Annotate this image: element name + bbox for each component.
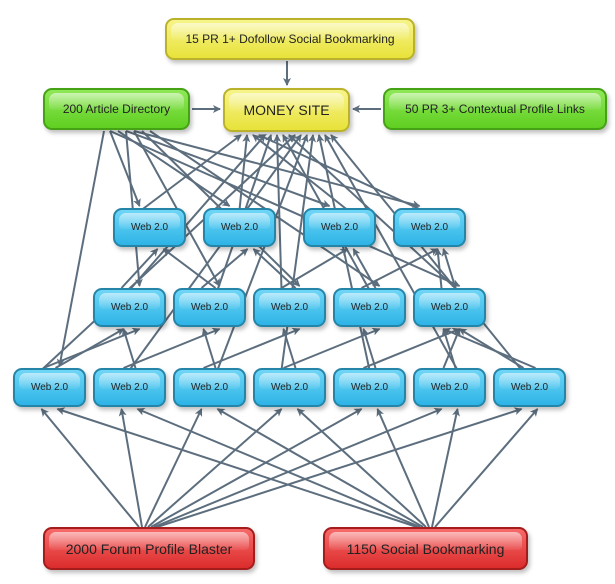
social-bookmarking-bottom-node: 1150 Social Bookmarking [323,527,528,570]
link-arrow [40,408,140,528]
forum-profile-blaster-label: 2000 Forum Profile Blaster [65,540,233,557]
link-arrow [109,130,461,287]
link-arrow [281,328,297,369]
link-arrow [361,328,377,369]
link-arrow [118,408,143,528]
social-bookmarking-top-node: 15 PR 1+ Dofollow Social Bookmarking [165,18,415,60]
link-arrow [150,408,363,528]
link-arrow [121,328,137,369]
link-arrow [140,134,242,211]
web20-node: Web 2.0 [13,368,86,407]
link-arrow [216,408,424,528]
link-arrow [56,130,105,367]
web20-node: Web 2.0 [253,368,326,407]
web20-node: Web 2.0 [113,208,186,247]
link-arrow [330,134,523,371]
web20-label: Web 2.0 [130,222,169,233]
web20-label: Web 2.0 [270,382,309,393]
article-directory-node: 200 Article Directory [43,88,190,130]
social-bookmarking-bottom-label: 1150 Social Bookmarking [346,540,505,557]
web20-node: Web 2.0 [173,288,246,327]
link-arrow [156,407,523,528]
web20-label: Web 2.0 [220,222,259,233]
web20-node: Web 2.0 [93,368,166,407]
link-arrow [125,130,331,208]
web20-node: Web 2.0 [333,368,406,407]
link-arrow [153,407,443,528]
web20-label: Web 2.0 [320,222,359,233]
link-arrow [434,248,443,289]
link-arrow [120,248,159,289]
link-arrow [133,130,421,209]
web20-node: Web 2.0 [253,288,326,327]
web20-node: Web 2.0 [393,208,466,247]
money-site-label: MONEY SITE [243,102,330,118]
web20-node: Web 2.0 [173,368,246,407]
link-arrow [324,134,459,371]
link-arrow [238,134,251,211]
link-arrow [252,248,297,289]
contextual-profile-links-node: 50 PR 3+ Contextual Profile Links [383,88,607,130]
web20-node: Web 2.0 [303,208,376,247]
web20-node: Web 2.0 [413,288,486,327]
link-arrow [441,248,457,289]
link-arrow [201,328,217,369]
web20-label: Web 2.0 [110,302,149,313]
link-arrow [442,328,536,369]
web20-label: Web 2.0 [270,302,309,313]
link-arrow [147,408,283,528]
social-bookmarking-top-label: 15 PR 1+ Dofollow Social Bookmarking [185,32,395,46]
link-arrow [258,134,422,211]
link-arrow [128,134,302,371]
forum-profile-blaster-node: 2000 Forum Profile Blaster [43,527,255,570]
contextual-profile-links-label: 50 PR 3+ Contextual Profile Links [405,102,585,116]
link-arrow [56,407,418,528]
link-arrow [376,408,430,528]
web20-label: Web 2.0 [30,382,69,393]
link-arrow [280,248,349,289]
link-arrow [273,134,283,291]
article-directory-label: 200 Article Directory [62,102,171,116]
link-arrow [136,408,421,528]
web20-node: Web 2.0 [493,368,566,407]
web20-label: Web 2.0 [190,302,229,313]
web20-label: Web 2.0 [350,382,389,393]
web20-label: Web 2.0 [430,302,469,313]
link-arrow [458,328,525,369]
link-arrow [296,408,427,528]
link-arrow [128,134,266,291]
web20-node: Web 2.0 [203,208,276,247]
web20-label: Web 2.0 [510,382,549,393]
link-arrow [431,408,460,528]
web20-label: Web 2.0 [430,382,469,393]
link-arrow [216,134,309,371]
link-arrow [352,248,377,289]
link-arrow [361,248,439,289]
web20-label: Web 2.0 [410,222,449,233]
web20-node: Web 2.0 [93,288,166,327]
money-site-node: MONEY SITE [223,88,350,132]
link-arrow [144,408,203,528]
web20-node: Web 2.0 [413,368,486,407]
web20-label: Web 2.0 [350,302,389,313]
link-arrow [434,408,539,528]
web20-label: Web 2.0 [190,382,229,393]
link-arrow [200,248,249,289]
web20-label: Web 2.0 [110,382,149,393]
web20-node: Web 2.0 [333,288,406,327]
link-arrow [109,130,141,207]
link-arrow [162,248,217,289]
link-arrow [441,328,457,369]
